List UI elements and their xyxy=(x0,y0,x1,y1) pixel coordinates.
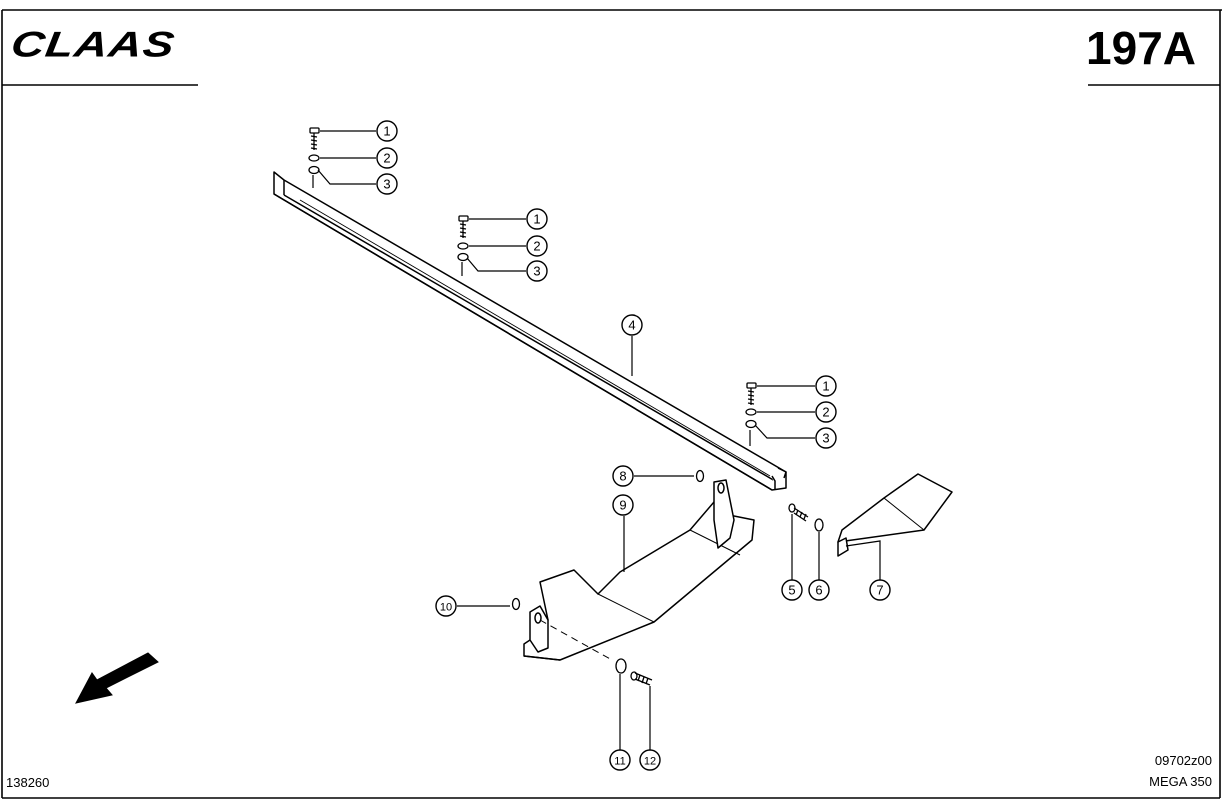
callout-circle xyxy=(609,749,631,771)
guide-part xyxy=(837,473,953,557)
bracket-part xyxy=(523,479,755,661)
callout-circle xyxy=(612,465,634,487)
callout-label-4: 4 xyxy=(628,318,635,333)
callout-label-3: 3 xyxy=(533,264,540,279)
callout-label-2: 2 xyxy=(383,151,390,166)
image-code: 09702z00 xyxy=(1154,753,1212,768)
callout-label-2: 2 xyxy=(533,239,540,254)
callout-label-5: 5 xyxy=(788,583,795,598)
fastener-set-b xyxy=(457,215,469,262)
callout-circle xyxy=(781,579,803,601)
callout-label-1: 1 xyxy=(822,379,829,394)
callout-circle xyxy=(639,749,661,771)
callout-circle xyxy=(376,147,398,169)
callout-circle xyxy=(815,401,837,423)
callout-label-3: 3 xyxy=(383,177,390,192)
callout-label-12: 12 xyxy=(644,756,656,768)
callout-circle xyxy=(526,208,548,230)
callout-circle xyxy=(435,595,457,617)
callout-circle xyxy=(621,314,643,336)
callout-label-11: 11 xyxy=(614,756,625,768)
model-name: MEGA 350 xyxy=(1149,774,1212,789)
callout-label-7: 7 xyxy=(876,583,883,598)
page-number: 197A xyxy=(1086,22,1196,74)
rail-part xyxy=(273,171,787,491)
direction-arrow-icon xyxy=(75,652,159,704)
callout-label-6: 6 xyxy=(815,583,822,598)
callout-circle xyxy=(815,375,837,397)
callout-label-10: 10 xyxy=(440,602,452,614)
callout-circle xyxy=(526,260,548,282)
callout-circle xyxy=(376,120,398,142)
callout-circle xyxy=(869,579,891,601)
callout-circle xyxy=(815,427,837,449)
callout-label-2: 2 xyxy=(822,405,829,420)
callout-label-9: 9 xyxy=(619,498,626,513)
callout-label-8: 8 xyxy=(619,469,626,484)
callout-circle xyxy=(808,579,830,601)
leader-lines xyxy=(312,130,881,750)
callout-circle xyxy=(526,235,548,257)
fastener-set-a xyxy=(308,127,320,175)
callout-circle xyxy=(376,173,398,195)
callout-label-1: 1 xyxy=(383,124,390,139)
callout-label-3: 3 xyxy=(822,431,829,446)
fastener-set-c xyxy=(745,382,757,429)
drawing-number: 138260 xyxy=(6,775,50,790)
frame xyxy=(1,9,1222,799)
callout-label-1: 1 xyxy=(533,212,540,227)
callout-circle xyxy=(612,494,634,516)
loose-hardware xyxy=(511,469,824,686)
